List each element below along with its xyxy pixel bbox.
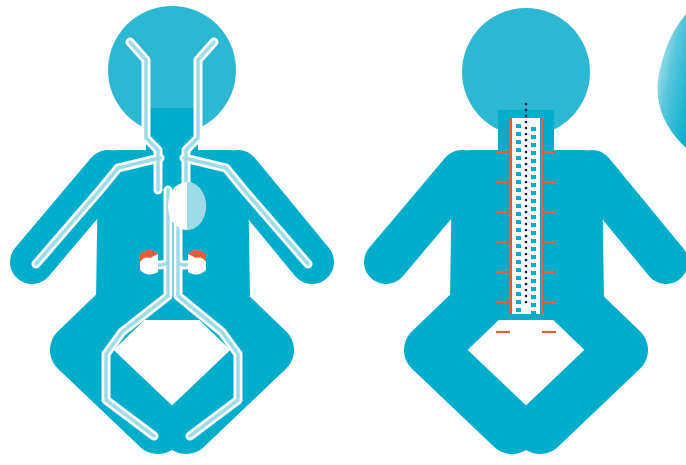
spine-dot	[525, 139, 528, 142]
spine-dot	[525, 205, 528, 208]
spine-dot	[525, 265, 528, 268]
vertebra-notch	[516, 180, 521, 184]
spine-dot	[525, 163, 528, 166]
spine-dot	[525, 211, 528, 214]
vertebra-notch	[516, 172, 521, 176]
vertebra-notch	[531, 247, 536, 251]
spine-dot	[525, 157, 528, 160]
spine-dot	[525, 229, 528, 232]
vertebra-notch	[516, 164, 521, 168]
spine-dot	[525, 277, 528, 280]
baby-left-arm	[32, 172, 108, 262]
vertebra-notch	[516, 292, 521, 296]
vertebra-notch	[531, 175, 536, 179]
vertebra-notch	[516, 300, 521, 304]
baby-spine-icon	[386, 8, 666, 428]
spine-dot	[525, 289, 528, 292]
vertebra-notch	[516, 252, 521, 256]
vertebra-notch	[531, 159, 536, 163]
spine-dot	[525, 199, 528, 202]
vertebra-notch	[531, 239, 536, 243]
spine-dot	[525, 145, 528, 148]
vertebra-notch	[516, 284, 521, 288]
vertebra-notch	[531, 207, 536, 211]
circulatory-baby-figure	[32, 6, 312, 436]
vertebra-notch	[516, 196, 521, 200]
spine-dot	[525, 253, 528, 256]
vertebra-notch	[531, 127, 536, 131]
spine-dot	[525, 169, 528, 172]
vertebra-notch	[531, 199, 536, 203]
vertebra-notch	[516, 236, 521, 240]
vertebra-notch	[516, 260, 521, 264]
vertebra-notch	[531, 255, 536, 259]
baby-circulation-icon	[32, 6, 312, 436]
spine-dot	[525, 103, 528, 106]
spine-dot	[525, 181, 528, 184]
vertebra-notch	[531, 311, 536, 315]
vertebra-notch	[516, 276, 521, 280]
spine-dot	[525, 301, 528, 304]
vertebra-notch	[516, 132, 521, 136]
vertebra-notch	[531, 263, 536, 267]
droplet-shape	[658, 14, 686, 148]
droplet-icon	[658, 14, 686, 148]
vertebra-notch	[531, 287, 536, 291]
spine-dot	[525, 247, 528, 250]
vertebra-notch	[531, 223, 536, 227]
spine-baby-figure	[386, 8, 666, 428]
vertebra-notch	[531, 279, 536, 283]
spine-dot	[525, 109, 528, 112]
vertebra-notch	[516, 228, 521, 232]
vertebra-notch	[531, 143, 536, 147]
spine-dot	[525, 217, 528, 220]
spine-dot	[525, 175, 528, 178]
vertebra-notch	[516, 220, 521, 224]
vertebra-notch	[516, 212, 521, 216]
spine-dot	[525, 121, 528, 124]
spine-dot	[525, 241, 528, 244]
vertebra-notch	[516, 124, 521, 128]
vertebra-notch	[516, 204, 521, 208]
vertebra-notch	[516, 268, 521, 272]
spine-dot	[525, 271, 528, 274]
vertebra-notch	[531, 271, 536, 275]
vertebra-notch	[531, 183, 536, 187]
spine-dot	[525, 127, 528, 130]
spine-dot	[525, 151, 528, 154]
spine-dot	[525, 133, 528, 136]
kidney-right-icon	[188, 250, 206, 275]
spine-dot	[525, 259, 528, 262]
vertebra-notch	[531, 231, 536, 235]
spine-dot	[525, 193, 528, 196]
vertebra-notch	[531, 215, 536, 219]
spine-dot	[525, 283, 528, 286]
vertebra-notch	[531, 191, 536, 195]
heart-icon	[168, 182, 206, 230]
kidney-left-icon	[140, 250, 158, 275]
spine-dot	[525, 295, 528, 298]
vertebra-notch	[531, 167, 536, 171]
spine-dot	[525, 187, 528, 190]
vertebra-notch	[531, 295, 536, 299]
vertebra-notch	[516, 156, 521, 160]
spine-dot	[525, 235, 528, 238]
vertebra-notch	[531, 135, 536, 139]
vertebra-notch	[531, 303, 536, 307]
vertebra-notch	[516, 140, 521, 144]
vertebra-notch	[516, 308, 521, 312]
spine-dot	[525, 223, 528, 226]
vertebra-notch	[531, 151, 536, 155]
spine-dot	[525, 115, 528, 118]
vertebra-notch	[516, 188, 521, 192]
vertebra-notch	[516, 244, 521, 248]
baby-left-arm	[386, 172, 462, 262]
vertebra-notch	[516, 148, 521, 152]
